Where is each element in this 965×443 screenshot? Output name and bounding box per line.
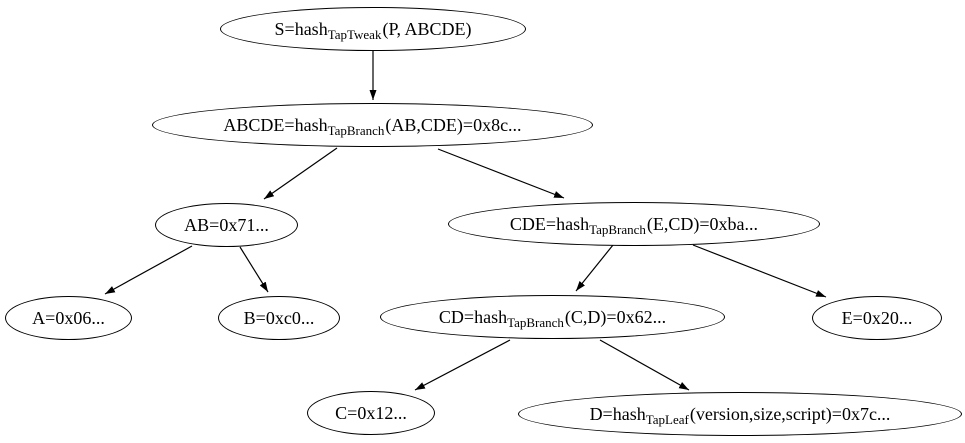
node-cd-suffix: (C,D)=0x62... — [564, 306, 667, 327]
node-ab: AB=0x71... — [155, 203, 298, 247]
node-c-label: C=0x12... — [335, 402, 407, 423]
node-abcde-suffix: (AB,CDE)=0x8c... — [385, 114, 522, 135]
node-d-suffix: (version,size,script)=0x7c... — [689, 403, 891, 424]
node-e-label: E=0x20... — [841, 307, 913, 328]
edge-cde-cd — [575, 244, 614, 292]
node-b: B=0xc0... — [218, 296, 340, 340]
node-e: E=0x20... — [812, 296, 942, 340]
node-cde: CDE=hashTapBranch(E,CD)=0xba... — [448, 202, 820, 246]
node-s: S=hashTapTweak(P, ABCDE) — [220, 7, 526, 51]
node-d-prefix: D=hash — [589, 403, 646, 424]
node-s-suffix: (P, ABCDE) — [382, 18, 472, 39]
node-d-label: D=hashTapLeaf(version,size,script)=0x7c.… — [589, 403, 891, 427]
node-a: A=0x06... — [5, 296, 132, 340]
node-cd: CD=hashTapBranch(C,D)=0x62... — [380, 295, 725, 339]
node-ab-label: AB=0x71... — [184, 214, 269, 235]
node-c: C=0x12... — [307, 391, 435, 435]
node-cde-subscript: TapBranch — [589, 221, 646, 237]
node-abcde-subscript: TapBranch — [327, 122, 385, 138]
node-a-label: A=0x06... — [32, 307, 105, 328]
edge-abcde-cde — [437, 148, 565, 199]
node-s-label: S=hashTapTweak(P, ABCDE) — [274, 18, 472, 42]
node-abcde-label: ABCDE=hashTapBranch(AB,CDE)=0x8c... — [223, 114, 522, 138]
edge-ab-b — [239, 246, 269, 293]
node-cd-label: CD=hashTapBranch(C,D)=0x62... — [438, 306, 667, 330]
node-abcde-prefix: ABCDE=hash — [223, 114, 328, 135]
node-d: D=hashTapLeaf(version,size,script)=0x7c.… — [518, 392, 962, 436]
node-cd-subscript: TapBranch — [507, 314, 564, 330]
edge-cd-d — [599, 339, 690, 391]
edge-abcde-ab — [263, 147, 338, 200]
node-s-subscript: TapTweak — [327, 26, 382, 42]
node-cde-label: CDE=hashTapBranch(E,CD)=0xba... — [509, 213, 759, 237]
node-b-label: B=0xc0... — [243, 307, 315, 328]
node-cd-prefix: CD=hash — [438, 306, 508, 327]
node-abcde: ABCDE=hashTapBranch(AB,CDE)=0x8c... — [152, 103, 593, 147]
edge-ab-a — [104, 245, 193, 295]
node-cde-prefix: CDE=hash — [509, 213, 590, 234]
edge-cde-e — [692, 244, 827, 298]
edge-cd-c — [414, 339, 511, 391]
node-s-prefix: S=hash — [274, 18, 328, 39]
node-d-subscript: TapLeaf — [645, 411, 689, 427]
node-cde-suffix: (E,CD)=0xba... — [646, 213, 759, 234]
